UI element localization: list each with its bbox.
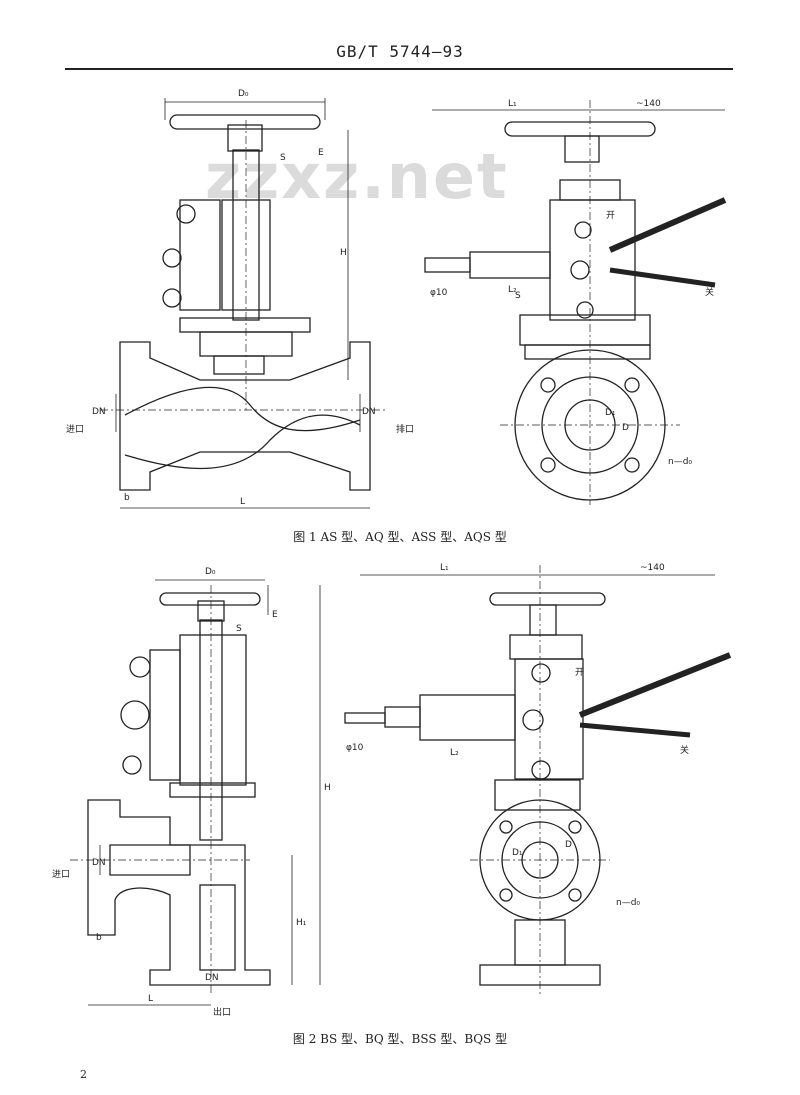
fig1-label-open: 开 [606,210,615,221]
fig1-label-h: H [340,248,347,258]
fig1-label-D: D [622,423,629,433]
fig1-label-l1: L₁ [508,99,517,109]
figure-1-drawing: D₀ H S E DN DN 进口 排口 L b L₁ ~140 L₂ φ10 … [66,89,727,509]
fig2-label-h1: H₁ [296,918,307,928]
fig2-label-dn: DN [92,858,106,868]
fig1-label-dn-in: DN [92,407,106,417]
fig1-label-outlet: 排口 [396,423,414,435]
fig2-label-l1: L₁ [440,563,449,573]
fig1-label-dn-out: DN [362,407,376,417]
fig2-label-l: L [148,994,153,1004]
fig1-label-l: L [240,497,245,507]
fig1-label-s2: S [515,291,521,301]
header-rule [65,68,733,70]
figure-1-caption: 图 1 AS 型、AQ 型、ASS 型、AQS 型 [293,530,507,544]
fig1-label-e: E [318,148,324,158]
figure-2-drawing: D₀ S E H H₁ 进口 DN DN 出口 L b L₁ ~140 φ10 … [52,563,732,1018]
fig2-label-n-d: n—d₀ [616,898,640,908]
fig1-label-b: b [124,493,130,503]
fig2-label-outlet: 出口 [213,1006,231,1018]
fig2-label-d140: ~140 [640,563,665,573]
fig2-label-l2: L₂ [450,748,459,758]
fig2-label-D: D [565,840,572,850]
fig1-label-n-d: n—d₀ [668,457,692,467]
fig1-label-d140: ~140 [636,99,661,109]
fig1-label-close: 关 [705,286,714,298]
watermark: zzxz.net [205,140,509,213]
fig2-label-phi10: φ10 [346,743,364,753]
standard-header: GB/T 5744—93 [336,42,464,61]
fig2-label-b: b [96,933,102,943]
fig2-label-close: 关 [680,744,689,756]
fig2-label-open: 开 [575,667,584,678]
fig2-label-D1: D₁ [512,848,523,858]
fig1-label-inlet: 进口 [66,424,84,435]
fig1-label-D1: D₁ [605,408,616,418]
fig2-label-s: S [236,624,242,634]
fig1-label-d0: D₀ [238,89,249,99]
page-number: 2 [80,1068,87,1081]
fig1-label-s: S [280,153,286,163]
fig2-label-dn-bottom: DN [205,973,219,983]
fig2-label-inlet: 进口 [52,869,70,880]
fig2-label-d0: D₀ [205,567,216,577]
fig2-label-e: E [272,610,278,620]
fig1-label-l2: L₂ [508,285,517,295]
fig1-label-phi10: φ10 [430,288,448,298]
fig2-label-h: H [324,783,331,793]
figure-2-caption: 图 2 BS 型、BQ 型、BSS 型、BQS 型 [292,1032,508,1046]
